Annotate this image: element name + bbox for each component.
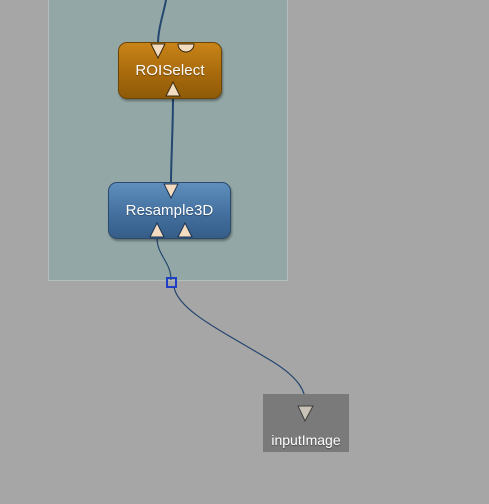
connection-resample3d-to-junction[interactable] [156, 237, 172, 281]
inputimage-connector-triangle-icon[interactable] [297, 405, 314, 423]
inputimage-output[interactable]: inputImage [263, 394, 349, 452]
roiselect-output-triangle-icon[interactable] [165, 80, 181, 97]
connection-roiselect-to-resample3d[interactable] [170, 95, 174, 185]
resample3d-output2-triangle-icon[interactable] [177, 221, 193, 238]
connection-top-to-roiselect[interactable] [157, 0, 167, 45]
roiselect-label: ROISelect [135, 62, 205, 79]
inputimage-label: inputImage [271, 432, 341, 448]
connection-junction-handle[interactable] [166, 277, 177, 288]
roiselect-field-halfcircle-icon[interactable] [177, 43, 195, 53]
connection-junction-to-inputimage[interactable] [173, 286, 307, 407]
resample3d-input-triangle-icon[interactable] [163, 183, 179, 200]
roiselect-input-triangle-icon[interactable] [150, 43, 166, 60]
resample3d-output-triangle-icon[interactable] [149, 221, 165, 238]
resample3d-label: Resample3D [125, 202, 214, 219]
